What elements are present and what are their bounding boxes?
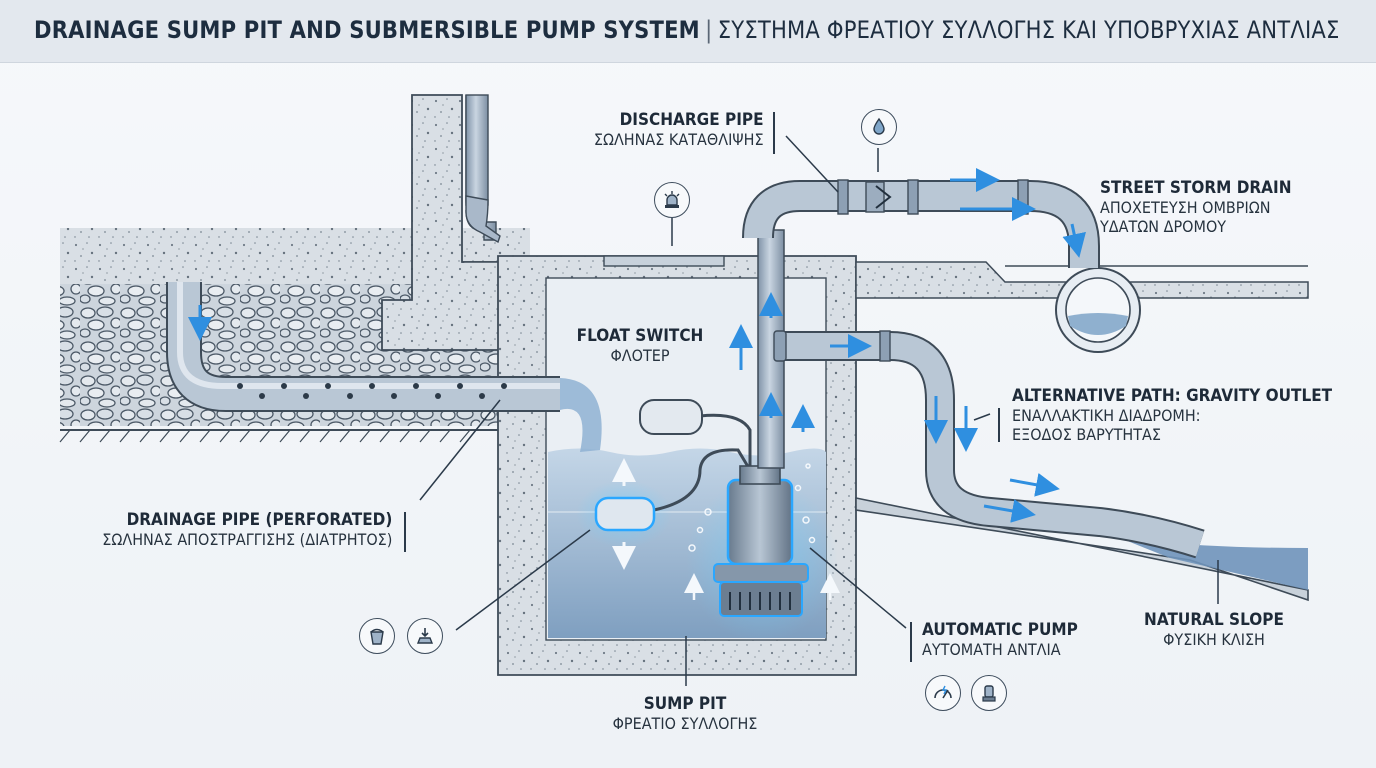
label-automatic-pump: AUTOMATIC PUMP ΑΥΤΟΜΑΤΗ ΑΝΤΛΙΑ [922,620,1095,659]
ground-hatch [59,429,471,443]
label-drainage-pipe: DRAINAGE PIPE (PERFORATED) ΣΩΛΗΝΑΣ ΑΠΟΣΤ… [70,510,392,549]
street-slab [855,261,1309,299]
slope-water [1120,538,1308,590]
title-separator: | [705,16,713,44]
sump-pit-en: SUMP PIT [643,694,727,714]
label-street-storm-drain: STREET STORM DRAIN ΑΠΟΧΕΤΕΥΣΗ ΟΜΒΡΙΩΝ ΥΔ… [1100,178,1313,236]
label-discharge-pipe: DISCHARGE PIPE ΣΩΛΗΝΑΣ ΚΑΤΑΘΛΙΨΗΣ [575,110,764,149]
alternative-path-bar [998,408,1000,442]
natural-slope-en: NATURAL SLOPE [1144,610,1284,630]
inflow-water-stream [560,378,602,452]
title-bar: DRAINAGE SUMP PIT AND SUBMERSIBLE PUMP S… [0,0,1376,63]
discharge-pipe-body [744,182,1030,239]
float-switch-gr: ΦΛΟΤΕΡ [610,346,670,365]
storm-drain-gr1: ΑΠΟΧΕΤΕΥΣΗ ΟΜΒΡΙΩΝ [1100,198,1271,217]
storm-drain-water [1068,313,1128,335]
flange-1 [837,179,849,215]
drainage-pipe-bar [404,512,406,552]
alternative-path-gr1: ΕΝΑΛΛΑΚΤΙΚΗ ΔΙΑΔΡΟΜΗ: [1012,406,1201,425]
automatic-pump-gr: ΑΥΤΟΜΑΤΗ ΑΝΤΛΙΑ [922,640,1061,659]
float-switch-lower [594,496,656,532]
label-natural-slope: NATURAL SLOPE ΦΥΣΙΚΗ ΚΛΙΣΗ [1134,610,1294,649]
downspout-pipe [465,94,489,206]
storm-drain-en: STREET STORM DRAIN [1100,178,1292,198]
leader-lines [419,135,1219,686]
gravity-arrow-4 [1009,472,1060,497]
automatic-pump-bar [910,622,912,662]
riser-pipe [757,229,785,469]
pump-intake-grille [729,592,791,610]
drainage-perforations [237,383,507,399]
downspout-elbow [465,195,501,244]
discharge-arrow-3 [1062,223,1086,258]
flange-2 [907,179,919,215]
pressure-gauge-icon [925,675,961,711]
bubbles [688,463,816,552]
drainage-pipe-highlight [177,282,560,389]
page-title: DRAINAGE SUMP PIT AND SUBMERSIBLE PUMP S… [34,16,1340,44]
gravity-arrow-5 [983,499,1036,523]
float-switch-upper [639,399,703,435]
discharge-drop-body [1029,182,1098,268]
sump-pit-gr: ΦΡΕΑΤΙΟ ΣΥΛΛΟΓΗΣ [612,714,758,733]
check-valve [865,181,885,213]
alternative-path-en: ALTERNATIVE PATH: GRAVITY OUTLET [1012,386,1333,406]
natural-slope-gr: ΦΥΣΙΚΗ ΚΛΙΣΗ [1163,630,1265,649]
gravity-pipe-body [784,333,1204,557]
float-switch-en: FLOAT SWITCH [576,326,704,346]
gravity-pipe-cap [773,330,787,362]
level-weight-icon [407,618,443,654]
bucket-icon [359,618,395,654]
float-cable-upper [699,413,752,470]
automatic-pump-en: AUTOMATIC PUMP [922,620,1078,640]
pit-lid [603,255,725,267]
check-valve-arrow [875,185,892,209]
title-greek: ΣΥΣΤΗΜΑ ΦΡΕΑΤΙΟΥ ΣΥΛΛΟΓΗΣ ΚΑΙ ΥΠΟΒΡΥΧΙΑΣ… [717,16,1340,44]
title-english: DRAINAGE SUMP PIT AND SUBMERSIBLE PUMP S… [34,16,700,44]
alarm-light-icon [654,182,690,218]
water-drop-icon [861,109,897,145]
gravity-flange [879,330,891,362]
pump-collar [713,563,809,583]
discharge-pipe-en: DISCHARGE PIPE [620,110,764,130]
storm-drain-gr2: ΥΔΑΤΩΝ ΔΡΟΜΟΥ [1100,217,1227,236]
pump-icon [971,675,1007,711]
alternative-path-gr2: ΕΞΟΔΟΣ ΒΑΡΥΤΗΤΑΣ [1012,425,1161,444]
drainage-pipe-en: DRAINAGE PIPE (PERFORATED) [126,510,392,530]
label-sump-pit: SUMP PIT ΦΡΕΑΤΙΟ ΣΥΛΛΟΓΗΣ [590,694,780,733]
pump-body [726,478,794,566]
label-alternative-path: ALTERNATIVE PATH: GRAVITY OUTLET ΕΝΑΛΛΑΚ… [1012,386,1368,444]
discharge-pipe-gr: ΣΩΛΗΝΑΣ ΚΑΤΑΘΛΙΨΗΣ [594,130,764,149]
float-cable-lower [653,448,752,512]
label-float-switch: FLOAT SWITCH ΦΛΟΤΕΡ [560,326,720,365]
drainage-pipe-gr: ΣΩΛΗΝΑΣ ΑΠΟΣΤΡΑΓΓΙΣΗΣ (ΔΙΑΤΡΗΤΟΣ) [101,530,392,549]
discharge-pipe-bar [773,112,775,154]
sump-system-diagram [59,94,1309,686]
